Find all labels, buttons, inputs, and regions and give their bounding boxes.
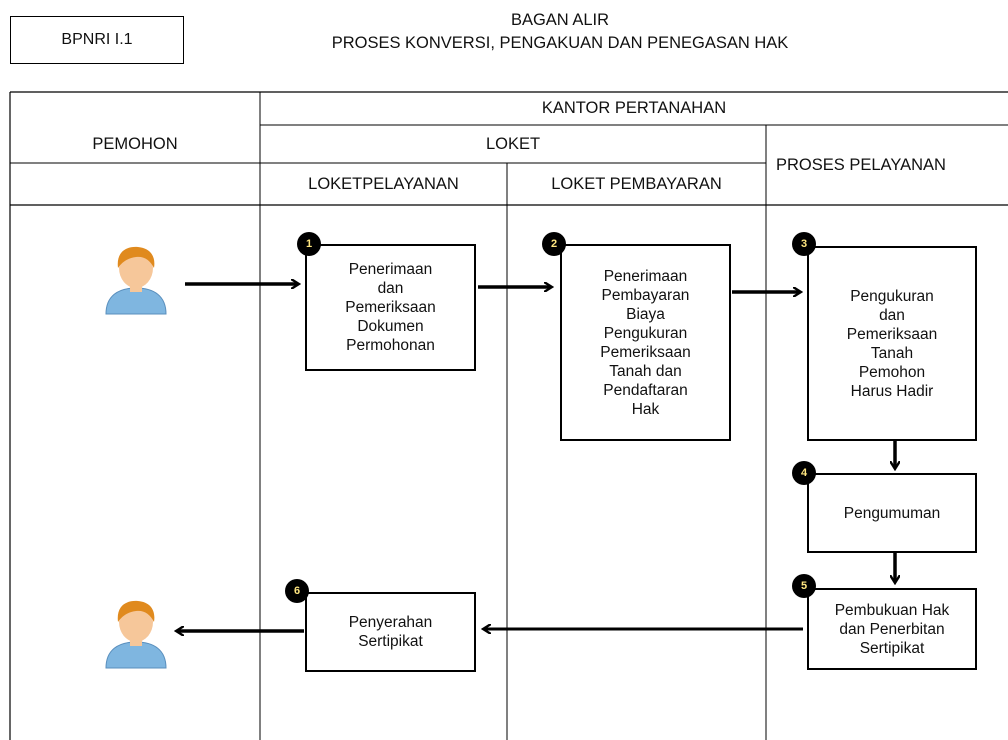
document-code: BPNRI I.1 (10, 16, 184, 64)
step-box-6: Penyerahan Sertipikat (305, 592, 476, 672)
step-number-1: 1 (297, 232, 321, 256)
header-office: KANTOR PERTANAHAN (541, 99, 727, 117)
header-counter: LOKET (485, 134, 541, 153)
header-service-counter: LOKETPELAYANAN (308, 174, 459, 193)
chart-title: BAGAN ALIR (510, 11, 610, 29)
step-box-1: Penerimaan dan Pemeriksaan Dokumen Permo… (305, 244, 476, 371)
person-icon-applicant-in (105, 246, 167, 315)
step-number-3: 3 (792, 232, 816, 256)
step-box-2: Penerimaan Pembayaran Biaya Pengukuran P… (560, 244, 731, 441)
header-payment-counter: LOKET PEMBAYARAN (551, 174, 722, 193)
step-box-3: Pengukuran dan Pemeriksaan Tanah Pemohon… (807, 246, 977, 441)
step-box-5: Pembukuan Hak dan Penerbitan Sertipikat (807, 588, 977, 670)
step-number-2: 2 (542, 232, 566, 256)
step-number-4: 4 (792, 461, 816, 485)
person-icon-applicant-out (105, 600, 167, 669)
header-service-process: PROSES PELAYANAN (776, 155, 946, 174)
step-number-6: 6 (285, 579, 309, 603)
header-applicant: PEMOHON (92, 134, 178, 153)
step-number-5: 5 (792, 574, 816, 598)
chart-subtitle: PROSES KONVERSI, PENGAKUAN DAN PENEGASAN… (331, 34, 789, 52)
step-box-4: Pengumuman (807, 473, 977, 553)
